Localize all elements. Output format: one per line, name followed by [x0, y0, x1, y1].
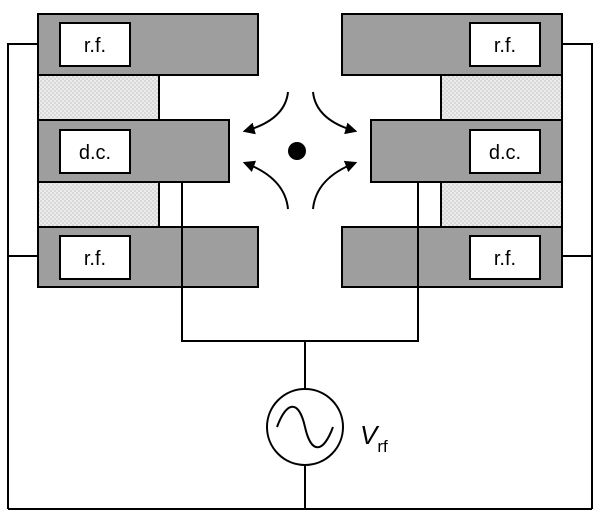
arrow-lower-left — [242, 160, 289, 210]
rf-label-box-top-left — [59, 22, 131, 67]
trapped-ion — [288, 142, 306, 160]
rf-label-top-right: r.f. — [494, 35, 516, 57]
spacer-bottom-right — [440, 181, 563, 228]
arrow-lower-right — [312, 160, 358, 210]
rf-label-bottom-left: r.f. — [84, 248, 106, 270]
right-electrode-stack: r.f. d.c. r.f. — [341, 13, 563, 288]
sine-wave-icon — [276, 406, 334, 448]
dc-label-box-left — [59, 129, 131, 174]
dc-label-right: d.c. — [489, 142, 521, 164]
dc-feed-lines — [181, 182, 419, 287]
voltage-symbol: V — [360, 420, 380, 450]
voltage-subscript: rf — [377, 437, 388, 456]
dc-label-box-right — [469, 129, 541, 174]
voltage-label: Vrf — [360, 420, 388, 456]
force-arrows — [242, 91, 358, 210]
rf-label-bottom-right: r.f. — [494, 248, 516, 270]
arrow-upper-right — [312, 91, 358, 135]
rf-label-top-left: r.f. — [84, 35, 106, 57]
rf-label-box-bottom-left — [59, 235, 131, 280]
rf-voltage-source — [266, 388, 344, 466]
rf-label-box-bottom-right — [469, 235, 541, 280]
dc-label-left: d.c. — [79, 142, 111, 164]
outer-wiring — [7, 43, 593, 510]
arrow-upper-left — [242, 91, 289, 135]
rf-label-box-top-right — [469, 22, 541, 67]
spacer-top-left — [37, 74, 160, 121]
spacer-top-right — [440, 74, 563, 121]
left-electrode-stack: r.f. d.c. r.f. — [37, 13, 259, 288]
spacer-bottom-left — [37, 181, 160, 228]
